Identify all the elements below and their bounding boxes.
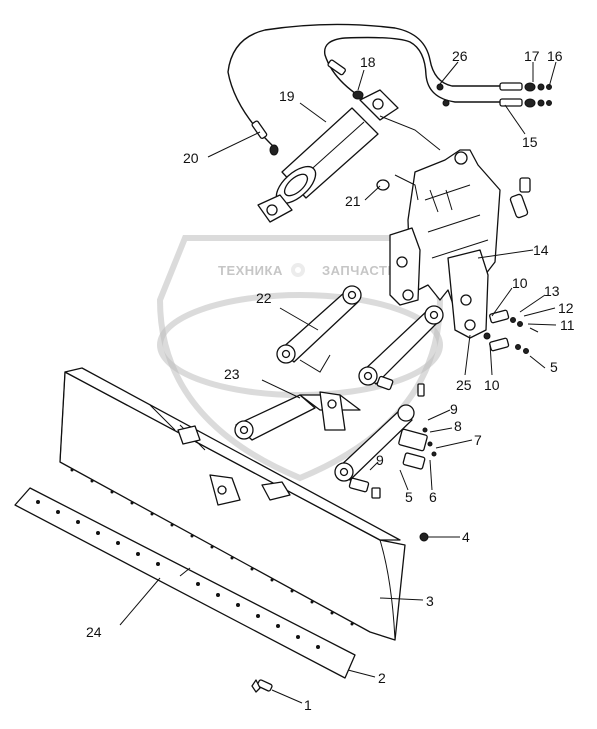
- fitting-18: [327, 59, 364, 100]
- pins-right: [483, 309, 546, 369]
- callout-numbers: 1 2 3 4 5 5 6 7 8 9 9 10 10 11 12 13 14 …: [86, 48, 575, 713]
- callout-21: 21: [345, 193, 361, 209]
- push-frame-lower: [234, 375, 437, 499]
- callout-24: 24: [86, 624, 102, 640]
- callout-22: 22: [256, 290, 272, 306]
- watermark-left-word: ТЕХНИКА: [218, 263, 283, 278]
- callout-9-upper: 9: [450, 401, 458, 417]
- callout-3: 3: [426, 593, 434, 609]
- callout-7: 7: [474, 432, 482, 448]
- hydraulic-cylinder: [257, 89, 441, 223]
- nut-4: [419, 532, 429, 542]
- callout-19: 19: [279, 88, 295, 104]
- callout-6: 6: [429, 489, 437, 505]
- mounting-frame: [389, 149, 531, 339]
- callout-1: 1: [304, 697, 312, 713]
- callout-12: 12: [558, 300, 574, 316]
- washer-21: [376, 179, 390, 191]
- callout-10-lower: 10: [484, 377, 500, 393]
- callout-18: 18: [360, 54, 376, 70]
- callout-23: 23: [224, 366, 240, 382]
- callout-9-lower: 9: [376, 452, 384, 468]
- callout-10-upper: 10: [512, 275, 528, 291]
- dozer-blade: [59, 367, 406, 641]
- callout-5-right: 5: [550, 359, 558, 375]
- bolt-1: [251, 679, 273, 693]
- callout-4: 4: [462, 529, 470, 545]
- callout-15: 15: [522, 134, 538, 150]
- watermark-gear-icon: [291, 263, 305, 277]
- hose-fittings: [436, 82, 552, 108]
- fitting-20: [251, 120, 279, 156]
- callout-14: 14: [533, 242, 549, 258]
- callout-2: 2: [378, 670, 386, 686]
- leader-lines: [119, 61, 557, 704]
- callout-11: 11: [560, 317, 575, 333]
- callout-25: 25: [456, 377, 472, 393]
- callout-26: 26: [452, 48, 468, 64]
- callout-20: 20: [183, 150, 199, 166]
- callout-17: 17: [524, 48, 540, 64]
- callout-16: 16: [547, 48, 563, 64]
- callout-8: 8: [454, 418, 462, 434]
- push-arm-upper: [276, 285, 444, 386]
- blade-bolt-holes: [70, 468, 354, 626]
- callout-13: 13: [544, 283, 560, 299]
- callout-5-lower: 5: [405, 489, 413, 505]
- watermark-right-word: ЗАПЧАСТИ: [322, 263, 397, 278]
- cutting-edge: [14, 487, 356, 679]
